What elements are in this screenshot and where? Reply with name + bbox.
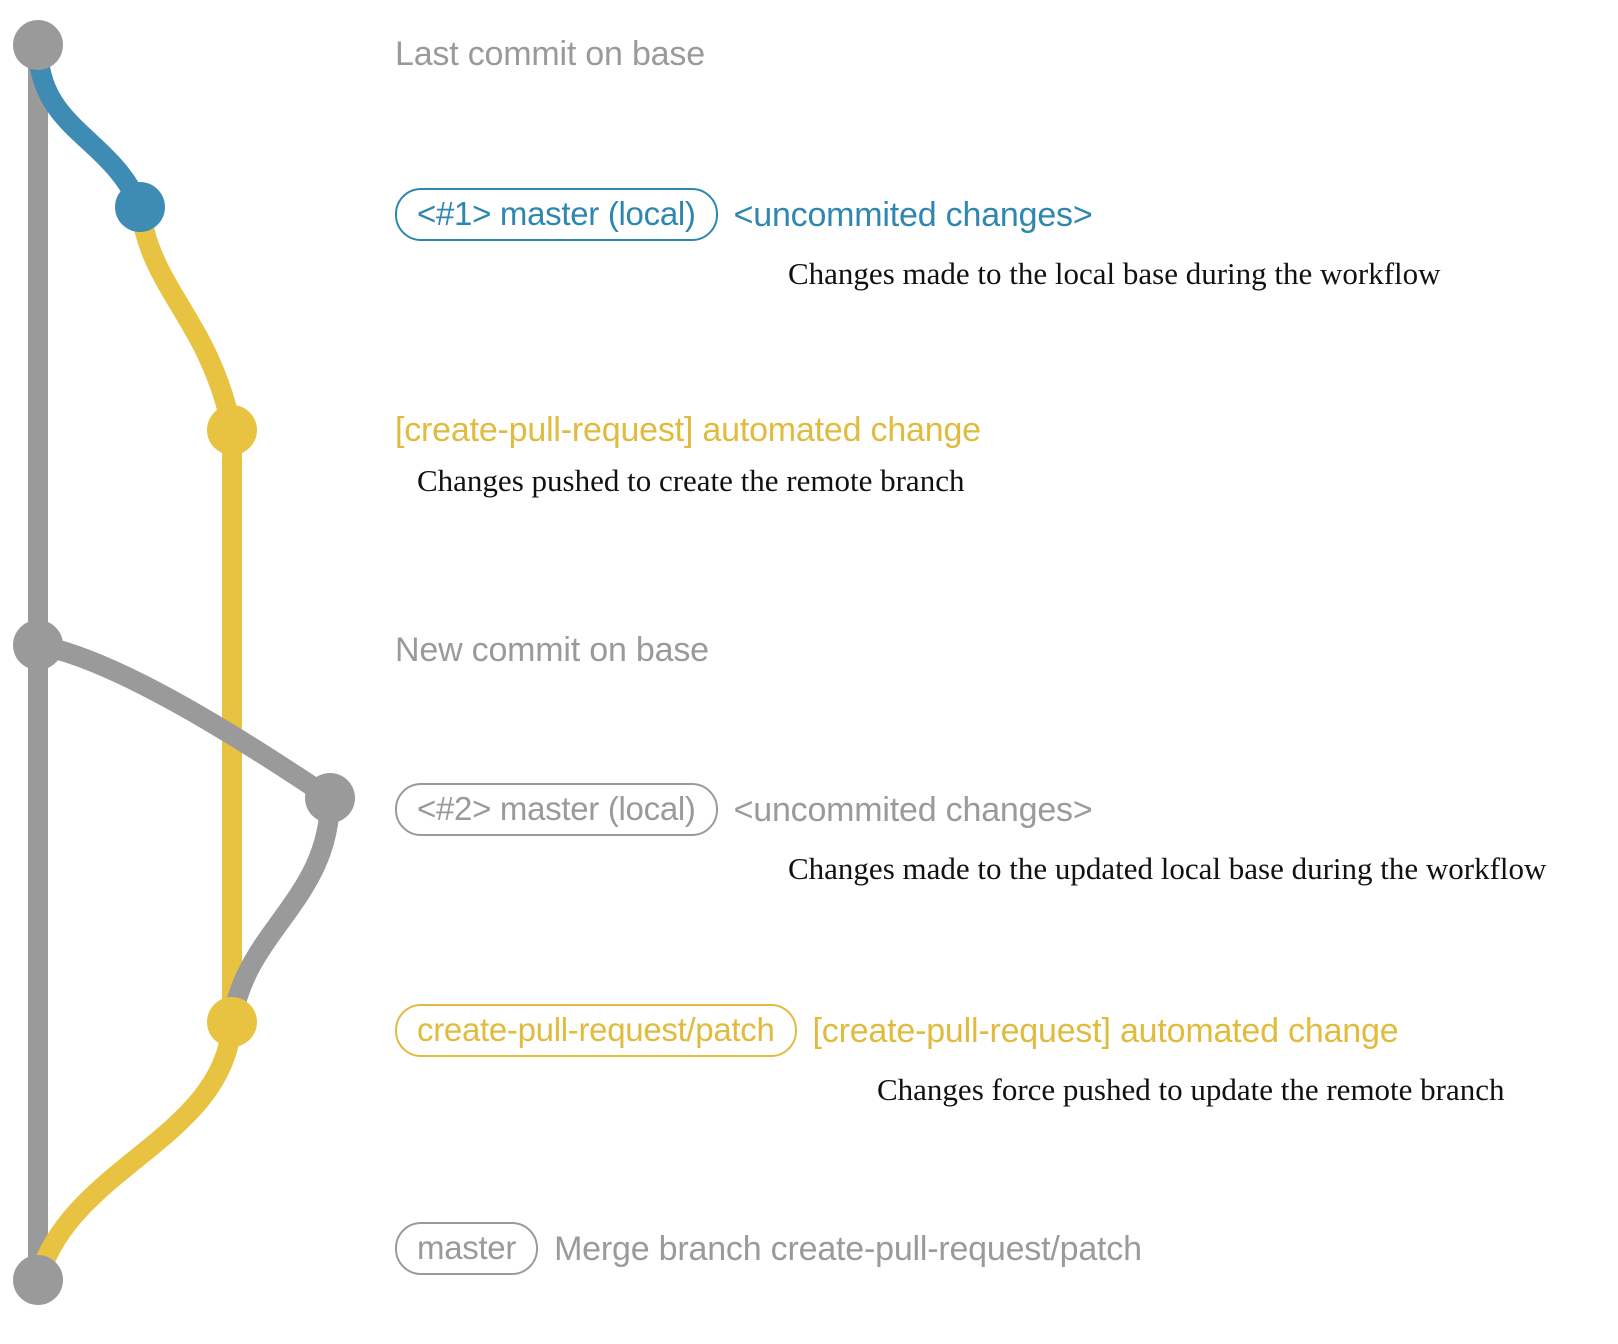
subtext-local-2: Changes made to the updated local base d… — [788, 851, 1547, 886]
node-local-2 — [305, 773, 355, 823]
edge-base-to-local1 — [28, 35, 150, 217]
row-title-line: [create-pull-request] automated change — [395, 413, 981, 447]
subtext-automated-change-2: Changes force pushed to update the remot… — [877, 1072, 1505, 1107]
edge-local1-to-patch1 — [130, 197, 242, 440]
row-title-line: <#2> master (local) <uncommited changes> — [395, 783, 1546, 836]
headline-last-commit-on-base: Last commit on base — [395, 35, 705, 73]
row-automated-change-2: create-pull-request/patch [create-pull-r… — [395, 1004, 1505, 1105]
headline-automated-change-2: [create-pull-request] automated change — [812, 1011, 1399, 1050]
row-title-line: <#1> master (local) <uncommited changes> — [395, 188, 1441, 241]
row-title-line: create-pull-request/patch [create-pull-r… — [395, 1004, 1505, 1057]
row-last-commit-on-base: Last commit on base — [395, 37, 705, 71]
subtext-automated-change-1: Changes pushed to create the remote bran… — [417, 463, 965, 498]
badge-master-local-2[interactable]: <#2> master (local) — [395, 783, 718, 836]
row-new-commit-on-base: New commit on base — [395, 633, 709, 667]
headline-uncommited-changes-2: <uncommited changes> — [733, 790, 1093, 829]
row-merge: master Merge branch create-pull-request/… — [395, 1222, 1142, 1275]
badge-master[interactable]: master — [395, 1222, 539, 1275]
node-merge-base — [13, 1255, 63, 1305]
edge-patch2-to-merge — [28, 1012, 242, 1290]
headline-new-commit-on-base: New commit on base — [395, 631, 709, 669]
row-local-1: <#1> master (local) <uncommited changes>… — [395, 188, 1441, 289]
row-local-2: <#2> master (local) <uncommited changes>… — [395, 783, 1546, 884]
node-base-top — [13, 20, 63, 70]
row-title-line: New commit on base — [395, 633, 709, 667]
headline-uncommited-changes-1: <uncommited changes> — [733, 195, 1093, 234]
node-base-mid — [13, 620, 63, 670]
node-local-1 — [115, 182, 165, 232]
node-patch-1 — [207, 405, 257, 455]
headline-merge-branch: Merge branch create-pull-request/patch — [554, 1229, 1142, 1268]
subtext-local-1: Changes made to the local base during th… — [788, 256, 1441, 291]
headline-automated-change-1: [create-pull-request] automated change — [395, 411, 981, 449]
edge-local2-to-patch2 — [222, 788, 340, 1032]
badge-create-pull-request-patch[interactable]: create-pull-request/patch — [395, 1004, 797, 1057]
edge-basemid-to-local2 — [28, 635, 340, 808]
row-title-line: Last commit on base — [395, 37, 705, 71]
badge-master-local-1[interactable]: <#1> master (local) — [395, 188, 718, 241]
row-title-line: master Merge branch create-pull-request/… — [395, 1222, 1142, 1275]
node-patch-2 — [207, 997, 257, 1047]
row-automated-change-1: [create-pull-request] automated change C… — [395, 413, 981, 496]
